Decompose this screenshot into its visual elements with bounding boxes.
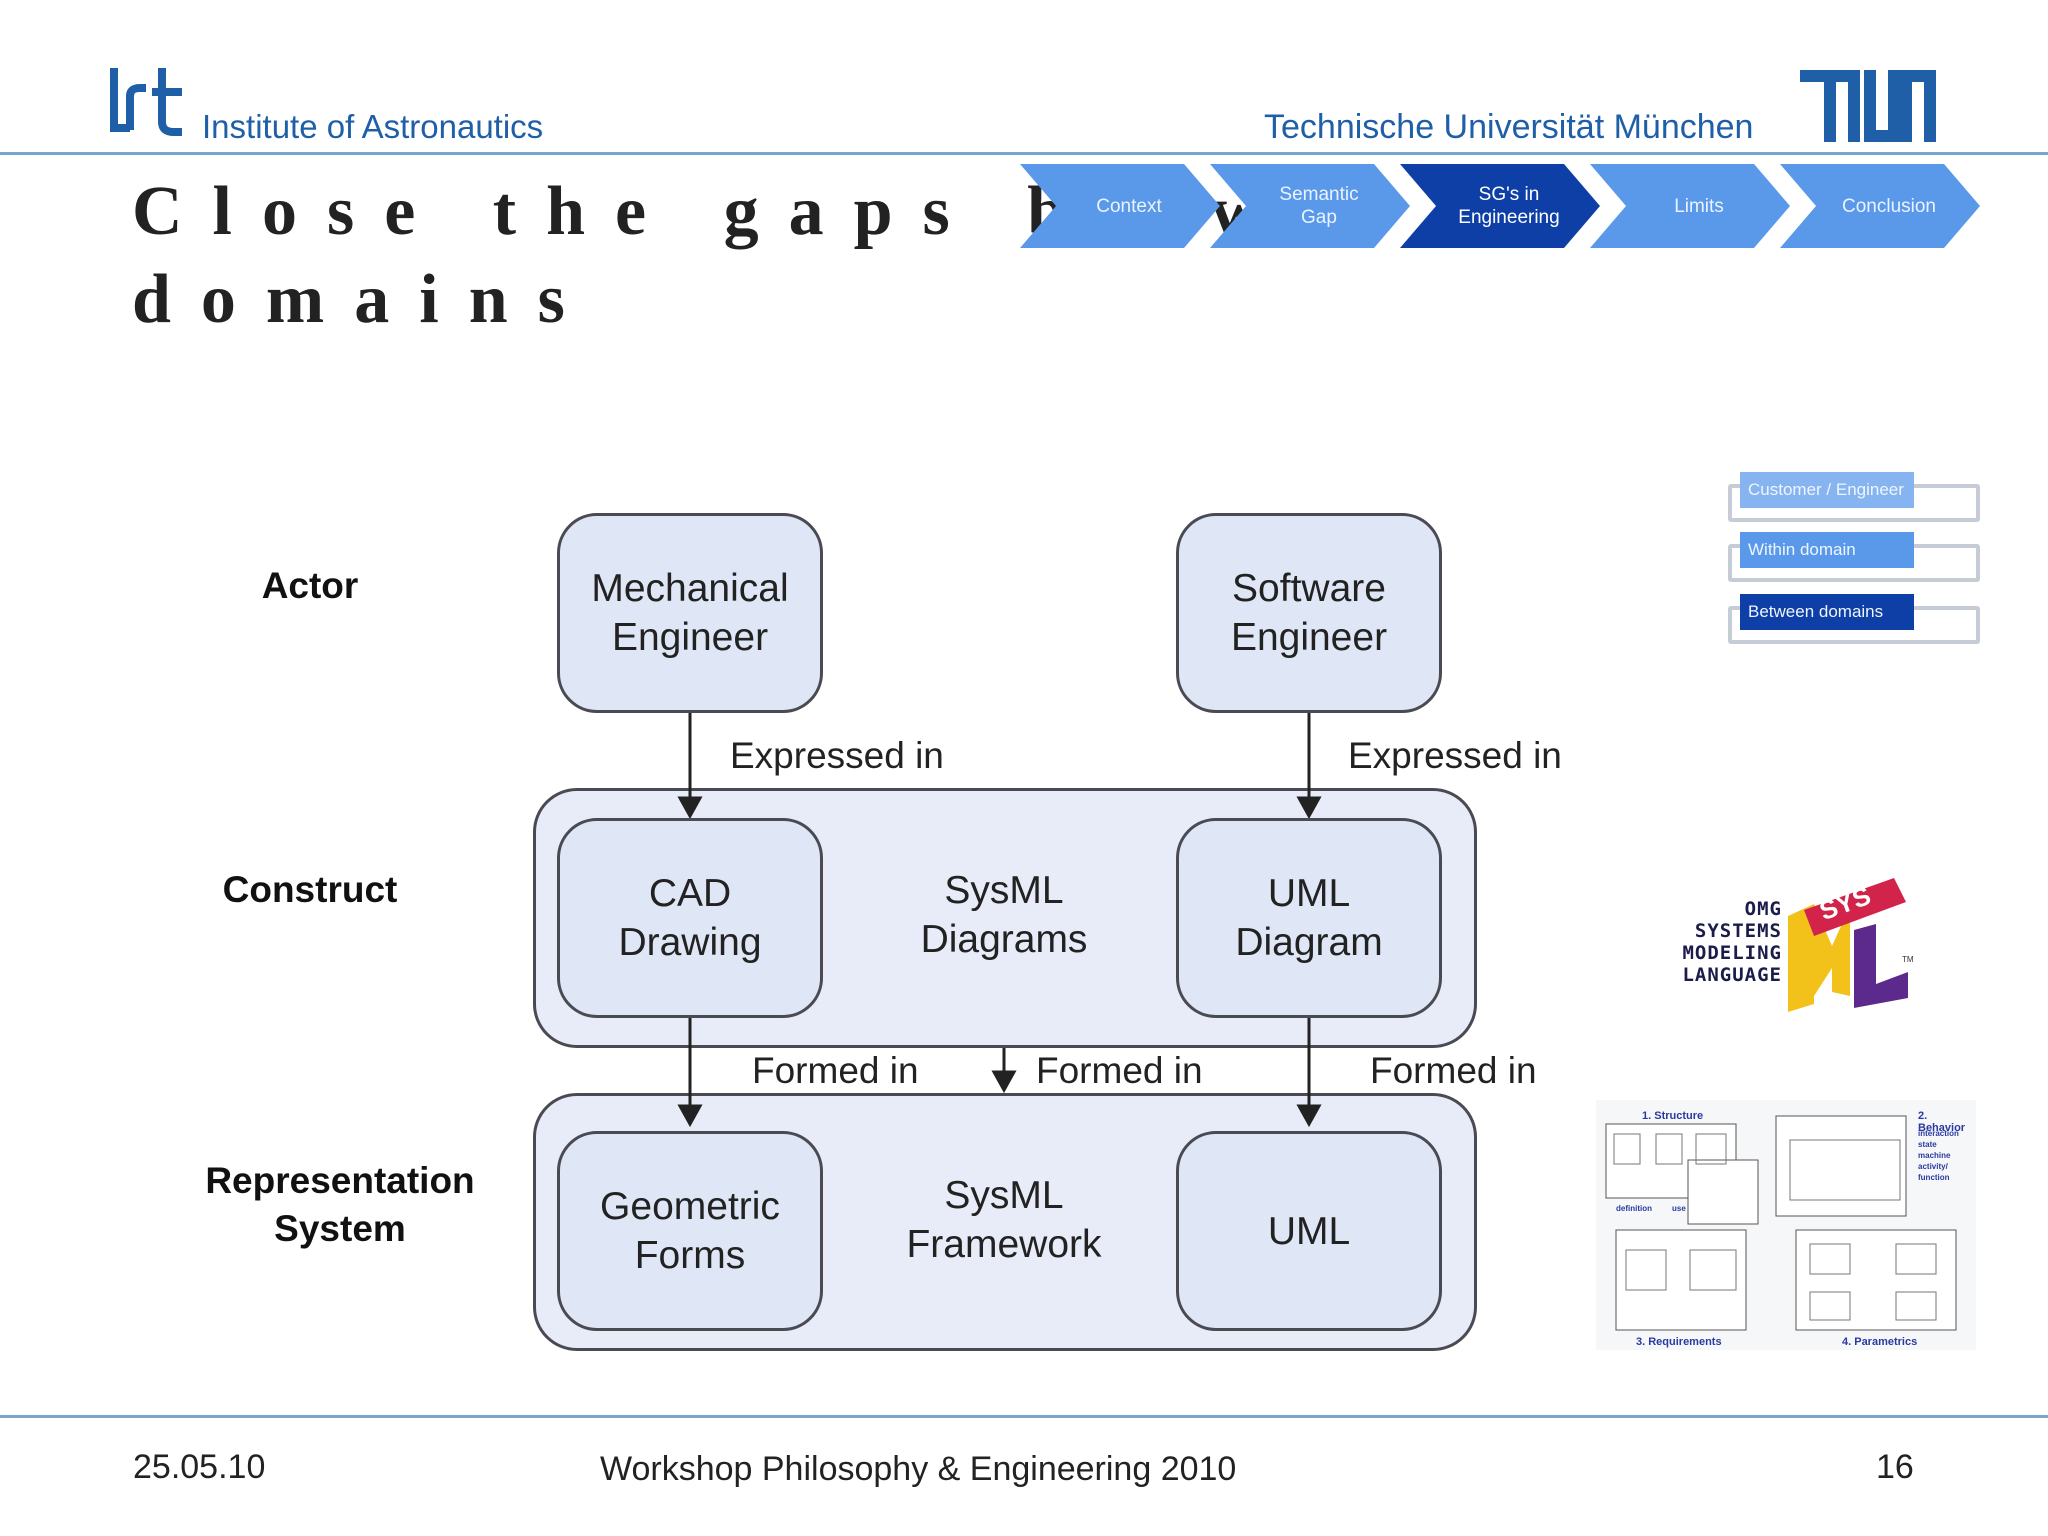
edge-label-formed-mid: Formed in [1036,1050,1203,1091]
tum-logo [1800,70,1936,147]
legend-item-customer-engineer: Customer / Engineer [1740,472,1914,508]
footer-event: Workshop Philosophy & Engineering 2010 [600,1450,1237,1488]
legend-item-within-domain: Within domain [1740,532,1914,568]
header-divider [0,152,2048,155]
row-label-construct: Construct [222,869,398,910]
edge-label-formed-left: Formed in [752,1050,919,1091]
legend-item-between-domains: Between domains [1740,594,1914,630]
progress-nav: Context Semantic Gap SG's in Engineering… [1010,164,2010,254]
footer-divider [0,1415,2048,1418]
lrt-logo [108,66,188,149]
sysml-diagram-overview: 1. Structure 2. Behavior 3. Requirements… [1596,1100,1976,1350]
edge-label-expressed-left: Expressed in [730,735,944,776]
university-name: Technische Universität München [1264,108,1754,146]
node-geometric-forms: Geometric Forms [557,1131,823,1331]
institute-name: Institute of Astronautics [202,108,544,145]
svg-text:TM: TM [1902,955,1914,964]
row-label-actor: Actor [261,565,359,606]
sysml-overview-sketch [1605,1115,1957,1331]
edge-label-formed-right: Formed in [1370,1050,1537,1091]
node-cad-drawing: CAD Drawing [557,818,823,1018]
footer-date: 25.05.10 [133,1448,266,1486]
row-label-representation-system: Representation System [205,1160,475,1249]
node-sysml-framework: SysML Framework [906,1174,1102,1266]
title-line-2: domains [132,261,595,338]
node-software-engineer: Software Engineer [1176,513,1442,713]
sysml-logo-text: OMG SYSTEMS MODELING LANGUAGE [1682,898,1782,986]
sysml-mark-icon: SYS TM [1788,878,1914,1012]
node-mechanical-engineer: Mechanical Engineer [557,513,823,713]
node-uml: UML [1176,1131,1442,1331]
node-uml-diagram: UML Diagram [1176,818,1442,1018]
edge-label-expressed-right: Expressed in [1348,735,1562,776]
node-sysml-diagrams: SysML Diagrams [920,869,1088,961]
footer-page-number: 16 [1876,1448,1914,1486]
sysml-logo: OMG SYSTEMS MODELING LANGUAGE SYS TM [1668,870,1918,1020]
nav-step-semantic-gap[interactable]: Semantic Gap [1210,164,1410,248]
